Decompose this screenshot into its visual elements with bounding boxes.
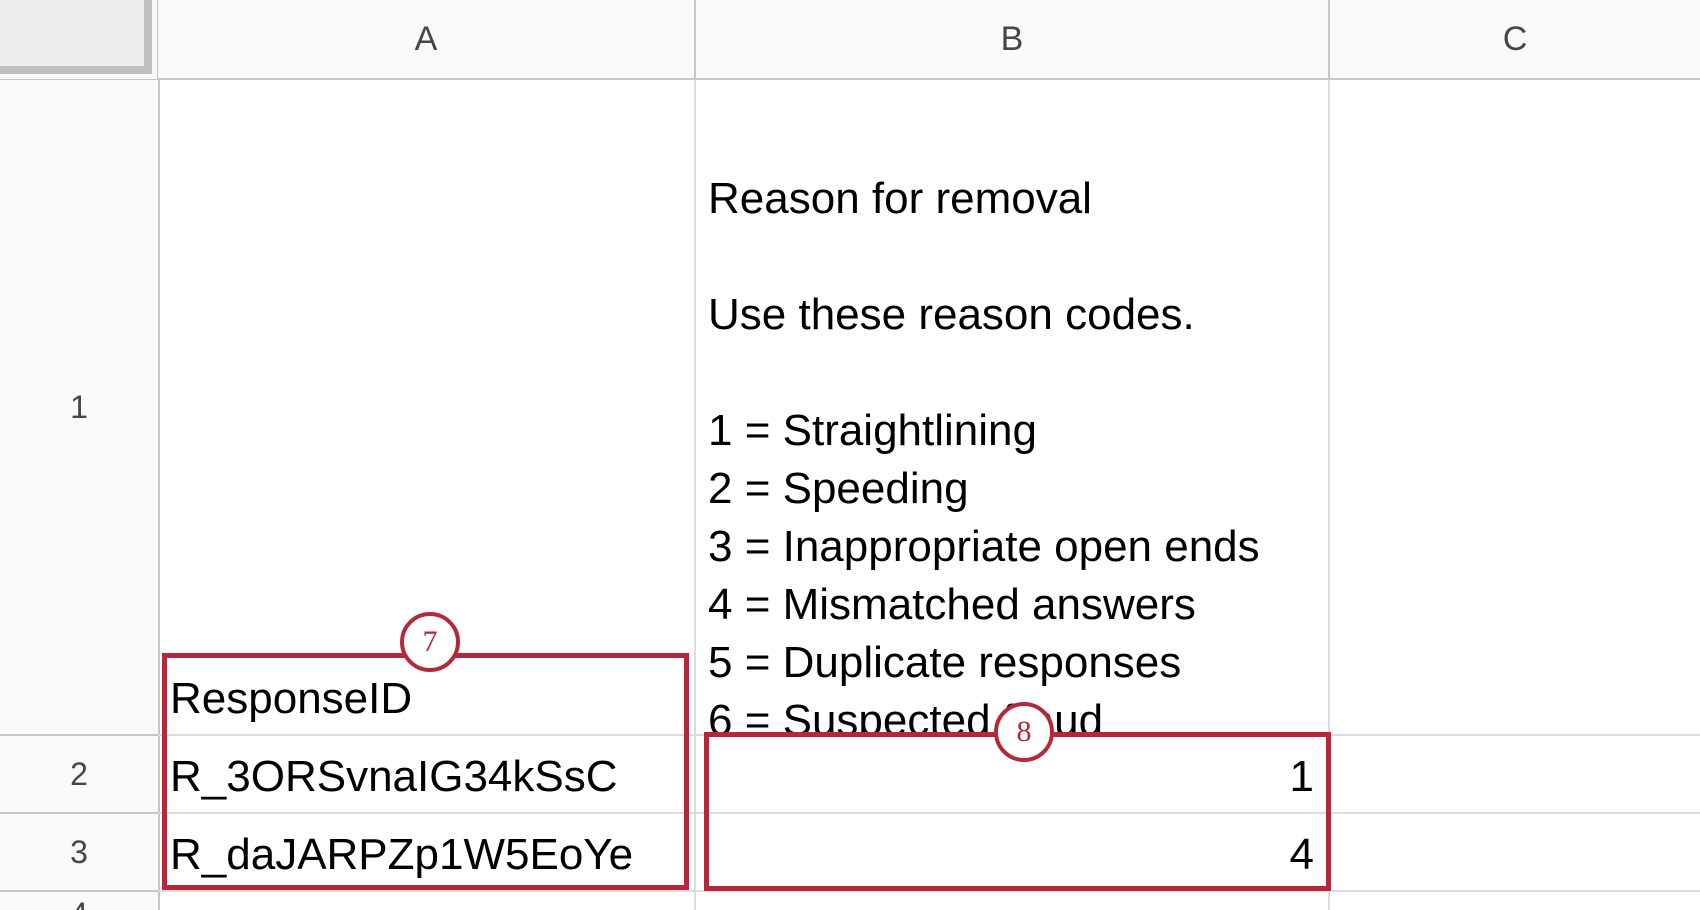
callout-badge-7: 7 xyxy=(400,612,460,672)
cell-b3[interactable]: 4 xyxy=(696,814,1330,892)
cell-c3[interactable] xyxy=(1330,814,1700,892)
cell-b1-line: 1 = Straightlining xyxy=(708,406,1037,455)
cell-b3-value: 4 xyxy=(1289,830,1314,879)
cell-a4[interactable] xyxy=(158,892,696,910)
cell-a1[interactable]: ResponseID xyxy=(158,80,696,736)
cell-c2[interactable] xyxy=(1330,736,1700,814)
column-header-a[interactable]: A xyxy=(158,0,696,80)
cell-a2[interactable]: R_3ORSvnaIG34kSsC xyxy=(158,736,696,814)
cell-b1-line: 5 = Duplicate responses xyxy=(708,638,1182,687)
cell-b1-blank-line xyxy=(708,228,1260,286)
cell-b4[interactable] xyxy=(696,892,1330,910)
row-header-4[interactable]: 4 xyxy=(0,892,160,910)
cell-a1-text: ResponseID xyxy=(170,674,413,723)
cell-c4[interactable] xyxy=(1330,892,1700,910)
select-all-corner-fill xyxy=(0,0,152,74)
cell-a3-text: R_daJARPZp1W5EoYe xyxy=(170,830,634,879)
column-header-c[interactable]: C xyxy=(1330,0,1700,80)
cell-b1-line: 3 = Inappropriate open ends xyxy=(708,522,1260,571)
cell-b1-line: Use these reason codes. xyxy=(708,290,1195,339)
row-header-2[interactable]: 2 xyxy=(0,736,160,814)
cell-b1-line: 2 = Speeding xyxy=(708,464,969,513)
cell-c1[interactable] xyxy=(1330,80,1700,736)
select-all-corner[interactable] xyxy=(0,0,158,80)
cell-b1-blank-line xyxy=(708,344,1260,402)
cell-b1-line: 4 = Mismatched answers xyxy=(708,580,1196,629)
row-header-3[interactable]: 3 xyxy=(0,814,160,892)
row-header-1[interactable]: 1 xyxy=(0,80,160,736)
cell-b2-value: 1 xyxy=(1289,752,1314,801)
cell-b1-line: Reason for removal xyxy=(708,174,1092,223)
callout-badge-8: 8 xyxy=(994,702,1054,762)
cell-a2-text: R_3ORSvnaIG34kSsC xyxy=(170,752,618,801)
cell-a3[interactable]: R_daJARPZp1W5EoYe xyxy=(158,814,696,892)
cell-b1-line: 6 = Suspected fraud xyxy=(708,696,1104,736)
column-header-b[interactable]: B xyxy=(696,0,1330,80)
